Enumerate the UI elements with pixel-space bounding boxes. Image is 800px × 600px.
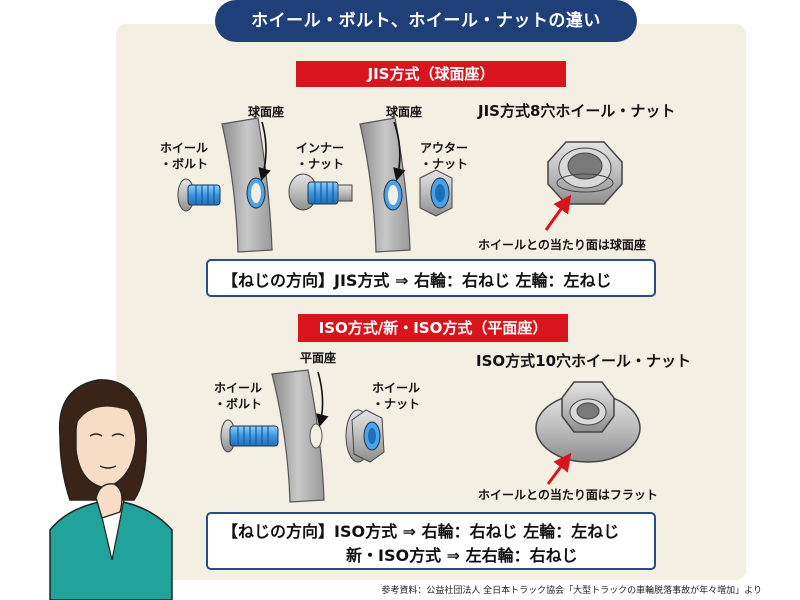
iso-10hole-nut bbox=[535, 381, 641, 463]
iso-thread-direction-line2: 新・ISO方式 ⇒ 左右輪：右ねじ bbox=[346, 546, 578, 565]
iso-section-title: ISO方式/新・ISO方式（平面座） bbox=[298, 314, 568, 342]
iso-nut-label-line1: ホイール bbox=[372, 381, 421, 395]
content-panel bbox=[116, 24, 746, 580]
jis-bolt-label: ホイール ・ボルト bbox=[160, 140, 208, 172]
jis-inner-nut-label: インナー ・ナット bbox=[296, 140, 344, 172]
jis-bolt-label-line1: ホイール bbox=[160, 141, 209, 155]
iso-nut-label-line2: ・ナット bbox=[372, 397, 421, 411]
jis-inner-nut bbox=[288, 173, 353, 211]
jis-bolt-label-line2: ・ボルト bbox=[160, 157, 209, 171]
jis-inner-nut-label-line2: ・ナット bbox=[296, 157, 345, 171]
jis-outer-nut-label-line2: ・ナット bbox=[420, 157, 469, 171]
jis-nut-title: JIS方式8穴ホイール・ナット bbox=[478, 102, 676, 120]
jis-wheel-bolt bbox=[177, 178, 221, 212]
jis-outer-nut bbox=[419, 169, 453, 217]
iso-thread-direction-line1: 【ねじの方向】ISO方式 ⇒ 右輪：右ねじ 左輪：左ねじ bbox=[222, 522, 620, 541]
jis-seat-label-left: 球面座 bbox=[248, 105, 285, 119]
iso-nut-label: ホイール ・ナット bbox=[372, 380, 420, 412]
iso-bolt-label: ホイール ・ボルト bbox=[214, 380, 262, 412]
iso-bolt-label-line2: ・ボルト bbox=[214, 397, 263, 411]
jis-wheel-plate-right bbox=[359, 117, 411, 253]
jis-thread-direction: 【ねじの方向】JIS方式 ⇒ 右輪：右ねじ 左輪：左ねじ bbox=[222, 271, 612, 290]
iso-wheel-bolt bbox=[220, 419, 279, 453]
iso-nut-title: ISO方式10穴ホイール・ナット bbox=[476, 352, 692, 370]
jis-seat-label-right: 球面座 bbox=[386, 105, 423, 119]
iso-bolt-label-line1: ホイール bbox=[214, 381, 263, 395]
jis-outer-nut-label-line1: アウター bbox=[420, 141, 469, 155]
main-title: ホイール・ボルト、ホイール・ナットの違い bbox=[215, 0, 637, 42]
iso-seat-label: 平面座 bbox=[300, 351, 337, 365]
iso-flat-seat-hole bbox=[309, 423, 323, 449]
iso-contact-note: ホイールとの当たり面はフラット bbox=[478, 488, 658, 502]
jis-outer-nut-label: アウター ・ナット bbox=[420, 140, 468, 172]
iso-wheel-plate bbox=[271, 369, 325, 503]
jis-wheel-plate-left bbox=[221, 117, 273, 253]
jis-inner-nut-label-line1: インナー bbox=[296, 141, 345, 155]
thinking-woman-illustration bbox=[49, 379, 173, 600]
jis-contact-note: ホイールとの当たり面は球面座 bbox=[478, 238, 646, 252]
jis-section-title: JIS方式（球面座） bbox=[296, 61, 566, 87]
iso-thread-direction-box: 【ねじの方向】ISO方式 ⇒ 右輪：右ねじ 左輪：左ねじ 新・ISO方式 ⇒ 左… bbox=[206, 512, 656, 570]
jis-8hole-nut bbox=[547, 141, 623, 205]
jis-thread-direction-box: 【ねじの方向】JIS方式 ⇒ 右輪：右ねじ 左輪：左ねじ bbox=[206, 259, 656, 297]
iso-wheel-nut bbox=[345, 409, 385, 463]
reference-note: 参考資料：公益社団法人 全日本トラック協会「大型トラックの車輪脱落事故が年々増加… bbox=[381, 586, 762, 596]
